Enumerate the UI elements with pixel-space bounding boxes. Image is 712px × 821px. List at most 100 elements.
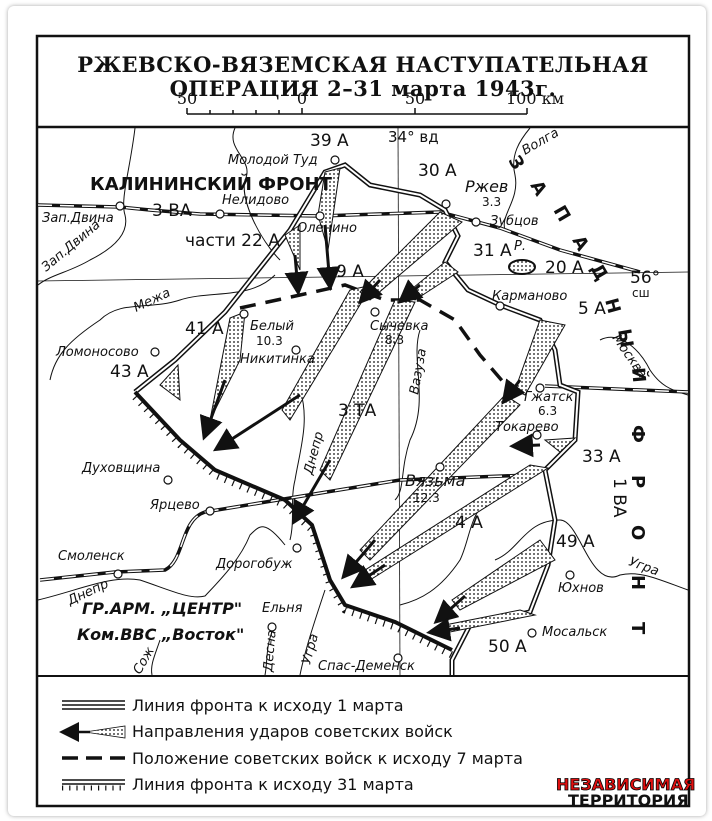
watermark-line2: ТЕРРИТОРИЯ	[568, 791, 689, 810]
attack-arrow	[433, 539, 556, 624]
meridian-34	[397, 127, 401, 676]
label-army: 31 А	[473, 241, 512, 261]
label-city: Карманово	[492, 289, 567, 304]
label-city: Вязьма	[405, 471, 465, 490]
map-labels: КАЛИНИНСКИЙ ФРОНТ 39 А 30 А 3 ВА части 2…	[39, 125, 661, 677]
rzhev-pocket	[508, 259, 536, 275]
label-city: Спас-Деменск	[318, 659, 415, 674]
attack-arrow	[509, 433, 577, 458]
label-enemy-airforce: Ком.ВВС „Восток"	[77, 625, 244, 644]
front-letter: Н	[627, 575, 648, 590]
legend-item-front-march-31: Линия фронта к исходу 31 марта	[62, 775, 414, 794]
label-date: 3.3	[482, 195, 501, 209]
label-date: 10.3	[256, 334, 283, 348]
label-army: части 22 А	[185, 231, 280, 251]
label-army: 9 А	[336, 262, 364, 282]
front-letter: Й	[627, 367, 650, 384]
label-river: Зап.Двина	[39, 217, 104, 275]
label-river: Десна	[261, 629, 280, 673]
label-city: Юхнов	[558, 581, 604, 596]
label-kalinin-front: КАЛИНИНСКИЙ ФРОНТ	[90, 173, 333, 195]
legend-label: Положение советских войск к исходу 7 мар…	[132, 749, 523, 768]
label-city: Белый	[250, 319, 294, 334]
scale-label: 50	[405, 89, 425, 108]
label-army: 20 А	[545, 258, 584, 278]
town-markers	[113, 155, 575, 663]
front-letter: Ы	[613, 327, 637, 349]
watermark-logo: НЕЗАВИСИМАЯ ТЕРРИТОРИЯ	[556, 775, 696, 810]
label-city: Ржев	[465, 177, 508, 196]
label-city: Мосальск	[542, 625, 607, 640]
label-city: Гжатск	[524, 390, 574, 405]
label-parallel: 56°	[630, 268, 660, 288]
legend-item-front-march-1: Линия фронта к исходу 1 марта	[62, 696, 404, 715]
title-line1: РЖЕВСКО-ВЯЗЕМСКАЯ НАСТУПАТЕЛЬНАЯ	[77, 52, 649, 77]
legend-label: Линия фронта к исходу 1 марта	[132, 696, 404, 715]
label-army: 33 А	[582, 447, 621, 467]
label-army: 4 А	[455, 513, 483, 533]
soviet-attacks	[159, 167, 577, 642]
legend-item-attack-direction: Направления ударов советских войск	[59, 722, 453, 742]
outer-frame	[35, 34, 691, 808]
label-date: 12.3	[413, 491, 440, 505]
label-city: Токарево	[495, 420, 559, 435]
label-river: Волга	[520, 125, 562, 158]
front-letter: О	[627, 525, 648, 540]
label-river: Зап.Двина	[42, 211, 114, 226]
label-city: Ярцево	[149, 498, 200, 513]
title-line2: ОПЕРАЦИЯ 2–31 марта 1943г.	[170, 76, 557, 101]
label-city: Зубцов	[490, 214, 539, 229]
label-city: Никитинка	[240, 352, 315, 367]
front-letter: Т	[627, 622, 648, 635]
label-army: 5 А	[578, 299, 606, 319]
label-city: Ельня	[262, 601, 303, 616]
label-army: 3 ТА	[338, 401, 377, 421]
legend-label: Направления ударов советских войск	[132, 722, 453, 741]
label-meridian: 34° вд	[388, 128, 439, 146]
label-city: Дорогобуж	[215, 557, 293, 572]
attack-arrow	[426, 609, 537, 642]
front-letter: А	[526, 177, 551, 200]
label-river: Р.	[514, 239, 526, 254]
front-letter: П	[549, 202, 575, 226]
label-army: 41 А	[185, 319, 224, 339]
scale-bar: 50 0 50 100 км	[177, 89, 564, 115]
label-river: Вазуза	[407, 347, 430, 395]
label-river: Сож	[130, 644, 158, 677]
scale-label: 50	[177, 89, 197, 108]
scale-label: 100 км	[506, 89, 564, 108]
watermark-line1: НЕЗАВИСИМАЯ	[556, 775, 695, 794]
label-enemy-group: ГР.АРМ. „ЦЕНТР"	[82, 599, 242, 618]
label-army: 30 А	[418, 161, 457, 181]
label-city: Оленино	[297, 221, 357, 236]
attack-arrow	[284, 224, 309, 296]
legend-item-position-march-7: Положение советских войск к исходу 7 мар…	[62, 749, 523, 768]
attack-arrow	[501, 319, 566, 405]
attack-arrow	[159, 363, 181, 402]
label-city: Сычевка	[370, 319, 429, 334]
label-army: 3 ВА	[152, 201, 192, 221]
legend-label: Линия фронта к исходу 31 марта	[132, 775, 414, 794]
front-letter: Н	[600, 296, 624, 316]
front-letter: З	[504, 152, 529, 174]
front-letter: Р	[627, 475, 648, 488]
attack-arrow	[316, 167, 341, 291]
label-river: Межа	[131, 286, 173, 316]
front-letter: А	[568, 232, 593, 255]
label-date: 6.3	[538, 404, 557, 418]
label-city: Молодой Туд	[228, 153, 318, 168]
label-date: 8.3	[385, 333, 404, 347]
attack-arrow	[397, 261, 459, 304]
label-army: 43 А	[110, 362, 149, 382]
label-army: 50 А	[488, 637, 527, 657]
label-city: Нелидово	[222, 193, 289, 208]
label-city: Смоленск	[58, 549, 125, 564]
attack-arrow	[350, 464, 550, 589]
label-parallel: сш	[632, 286, 650, 300]
label-army: 39 А	[310, 131, 349, 151]
attack-arrow	[357, 211, 463, 305]
front-letter: Ф	[627, 425, 648, 443]
scale-label: 0	[297, 89, 307, 108]
label-army: 49 А	[556, 532, 595, 552]
